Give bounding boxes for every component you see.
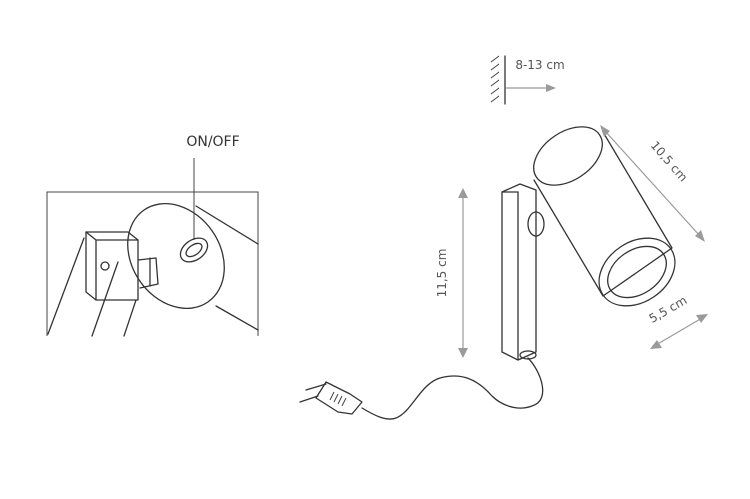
wall-distance-indicator [490, 55, 556, 105]
wall-lamp-drawing [299, 126, 676, 420]
switch-disc [127, 202, 225, 310]
wall-distance-label: 8-13 cm [515, 58, 564, 72]
height-label: 11,5 cm [435, 249, 449, 298]
plug-icon [299, 381, 363, 415]
switch-label: ON/OFF [186, 134, 239, 150]
diameter-dimension [650, 314, 708, 349]
power-cable [361, 357, 544, 420]
length-dimension [600, 125, 705, 242]
switch-detail-inset [46, 158, 259, 337]
height-dimension [458, 188, 468, 358]
length-label: 10,5 cm [648, 138, 691, 184]
power-switch-icon [185, 242, 203, 258]
screw-icon [100, 261, 110, 271]
